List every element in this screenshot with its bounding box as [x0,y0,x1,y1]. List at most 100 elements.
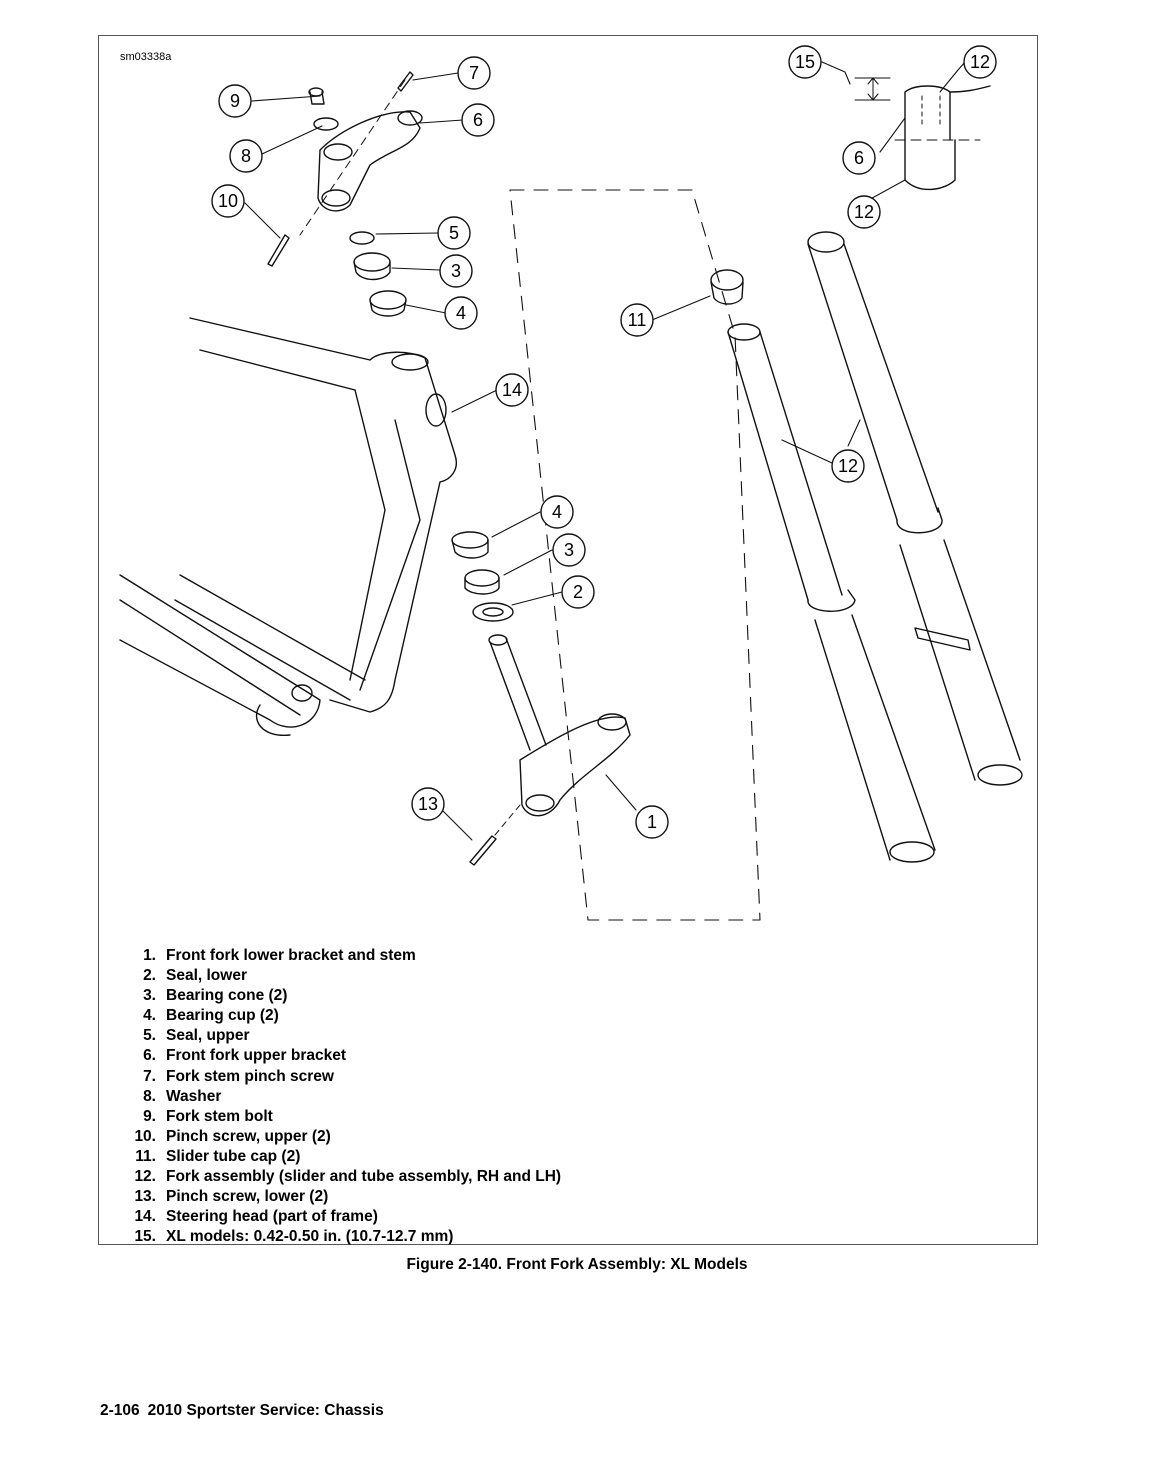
bearing-cone-upper-part [353,252,391,281]
callout-12: 12 [963,45,997,79]
legend-number: 5. [143,1027,156,1045]
legend-number: 10. [134,1127,156,1145]
callout-10: 10 [211,184,245,218]
callout-label: 14 [502,380,522,400]
legend-number: 14. [134,1208,156,1226]
legend-item: 12. Fork assembly (slider and tube assemb… [120,1167,561,1187]
legend-number: 15. [134,1228,156,1246]
parts-legend: 1. Front fork lower bracket and stem 2. Se… [120,946,561,1247]
callout-6: 6 [461,103,495,137]
callout-label: 8 [241,146,251,166]
fork-tube-part [727,323,936,863]
legend-text: Front fork upper bracket [166,1047,346,1065]
legend-text: Front fork lower bracket and stem [166,947,416,964]
legend-item: 11. Slider tube cap (2) [120,1147,561,1167]
figure-id: sm03338a [120,51,172,63]
legend-number: 1. [143,947,156,964]
callout-label: 12 [838,456,858,476]
legend-text: Bearing cone (2) [166,987,288,1005]
legend-text: Seal, upper [166,1027,250,1045]
legend-number: 7. [143,1067,156,1085]
fork-assembly-part [807,231,1023,786]
legend-item: 3. Bearing cone (2) [120,986,561,1006]
washer-part [313,117,339,131]
legend-text: Washer [166,1087,222,1105]
callout-6: 6 [842,141,876,175]
legend-text: Fork stem pinch screw [166,1067,334,1085]
legend-number: 8. [143,1087,156,1105]
callout-label: 11 [628,310,647,330]
legend-item: 13.Pinch screw, lower (2) [120,1187,561,1207]
callout-3: 3 [552,533,586,567]
lower-bracket-stem-part [488,634,631,817]
callout-label: 3 [451,261,461,281]
upper-bracket-part [317,110,423,212]
legend-text: XL models: 0.42-0.50 in. (10.7-12.7 mm) [166,1228,454,1246]
seal-lower-part [472,602,514,622]
frame-part [119,317,457,736]
legend-item: 8. Washer [120,1087,561,1107]
legend-number: 11. [135,1147,156,1165]
legend-text: Fork stem bolt [166,1107,273,1125]
slider-cap-part [710,269,744,305]
callout-8: 8 [229,139,263,173]
callout-label: 9 [230,91,240,111]
legend-text: Seal, lower [166,967,247,985]
legend-number: 13. [134,1188,156,1206]
callout-2: 2 [561,575,595,609]
callout-14: 14 [495,373,529,407]
callout-12: 12 [847,195,881,229]
callout-label: 5 [449,223,459,243]
legend-number: 3. [143,987,156,1005]
legend-item: 5. Seal, upper [120,1026,561,1046]
legend-item: 14. Steering head (part of frame) [120,1207,561,1227]
callout-4: 4 [444,296,478,330]
legend-text: Bearing cup (2) [166,1007,279,1025]
callout-12: 12 [831,449,865,483]
callout-label: 3 [564,540,574,560]
page-number: 2-106 [100,1402,140,1419]
callout-3: 3 [439,254,473,288]
legend-number: 6. [143,1047,156,1065]
leader-lines [244,61,966,841]
legend-item: 15. XL models: 0.42-0.50 in. (10.7-12.7 m… [120,1227,561,1247]
callout-label: 1 [647,812,657,832]
legend-item: 2. Seal, lower [120,966,561,986]
legend-number: 4. [143,1007,156,1025]
callout-label: 10 [218,191,238,211]
bearing-cup-upper-part [369,290,407,317]
legend-item: 10.Pinch screw, upper (2) [120,1127,561,1147]
legend-item: 9. Fork stem bolt [120,1107,561,1127]
callout-label: 2 [573,582,583,602]
figure-caption: Figure 2-140. Front Fork Assembly: XL Mo… [406,1256,748,1273]
group-outline [509,189,761,921]
callout-11: 11 [620,303,654,337]
pinch-screw-part [397,71,414,92]
legend-text: Fork assembly (slider and tube assembly,… [166,1168,562,1186]
callout-4: 4 [540,495,574,529]
legend-item: 7. Fork stem pinch screw [120,1067,561,1087]
legend-item: 1. Front fork lower bracket and stem [120,946,561,966]
legend-item: 6. Front fork upper bracket [120,1046,561,1066]
callout-13: 13 [411,787,445,821]
legend-number: 9. [143,1107,156,1125]
callout-label: 6 [854,148,864,168]
callout-label: 6 [473,110,483,130]
footer-title: 2010 Sportster Service: Chassis [147,1402,384,1419]
legend-text: Slider tube cap (2) [166,1147,301,1165]
legend-number: 12. [134,1168,156,1186]
callout-label: 15 [795,52,815,72]
pinch-screw-lower-part [469,835,497,866]
detail-view-part [854,77,991,191]
callout-label: 4 [552,502,562,522]
callout-label: 13 [418,794,438,814]
legend-text: Steering head (part of frame) [166,1208,378,1226]
bearing-cone-lower-part [464,569,500,595]
legend-item: 4. Bearing cup (2) [120,1006,561,1026]
bearing-cup-lower-part [451,531,489,559]
legend-number: 2. [143,967,156,985]
callout-label: 12 [970,52,990,72]
callout-label: 7 [469,63,479,83]
callout-5: 5 [437,216,471,250]
